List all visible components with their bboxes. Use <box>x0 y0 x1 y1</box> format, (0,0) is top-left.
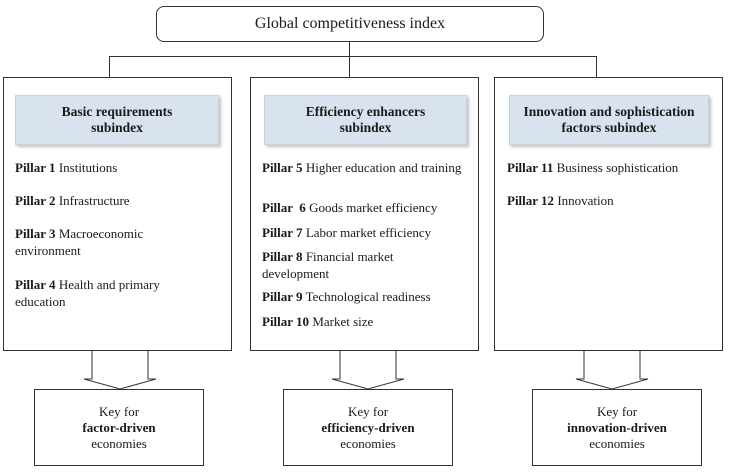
subindex-title-line2: factors subindex <box>561 120 657 135</box>
connector-col1 <box>109 56 110 78</box>
key-label: Key for <box>347 403 389 419</box>
subindex-title-line1: Basic requirements <box>61 104 173 119</box>
arrow-down-icon <box>575 351 649 390</box>
pillar-item: Pillar 8 Financial market development <box>262 249 394 281</box>
pillar-item: Pillar 3 Macroeconomic environment <box>15 226 144 258</box>
key-label: Key for <box>596 403 638 419</box>
key-economies-label: economies <box>91 435 147 451</box>
connector-col2 <box>349 56 350 78</box>
connector-horizontal <box>109 56 597 57</box>
pillar-item: Pillar 9 Technological readiness <box>262 289 431 304</box>
key-box-factor-driven: Key for factor-driven economies <box>34 389 204 466</box>
subindex-innovation: Innovation and sophistication factors su… <box>509 95 709 145</box>
key-box-efficiency-driven: Key for efficiency-driven economies <box>283 389 453 466</box>
pillar-item: Pillar 2 Infrastructure <box>15 193 130 208</box>
connector-col3 <box>596 56 597 78</box>
subindex-basic-requirements: Basic requirements subindex <box>15 95 219 145</box>
key-economies-label: economies <box>589 435 645 451</box>
subindex-title-line1: Efficiency enhancers <box>305 104 426 119</box>
connector-root-down <box>349 42 350 56</box>
arrow-down-icon <box>331 351 405 390</box>
key-economies-label: economies <box>340 435 396 451</box>
root-title: Global competitiveness index <box>254 15 446 32</box>
key-economy-type: efficiency-driven <box>321 419 415 435</box>
subindex-title-line2: subindex <box>91 120 143 135</box>
subindex-title-line2: subindex <box>339 120 392 135</box>
key-economy-type: innovation-driven <box>567 419 667 435</box>
pillar-item: Pillar 10 Market size <box>262 314 374 329</box>
root-node: Global competitiveness index <box>156 6 544 42</box>
pillar-item: Pillar 5 Higher education and training <box>262 160 462 175</box>
pillar-item: Pillar 6 Goods market efficiency <box>262 200 438 215</box>
pillar-item: Pillar 11 Business sophistication <box>507 160 679 175</box>
key-label: Key for <box>98 403 140 419</box>
pillar-item: Pillar 7 Labor market efficiency <box>262 225 432 240</box>
subindex-title-line1: Innovation and sophistication <box>523 104 695 119</box>
key-economy-type: factor-driven <box>82 419 156 435</box>
subindex-efficiency-enhancers: Efficiency enhancers subindex <box>264 95 467 145</box>
pillar-item: Pillar 4 Health and primary education <box>15 277 160 309</box>
pillar-item: Pillar 12 Innovation <box>507 193 614 208</box>
pillar-item: Pillar 1 Institutions <box>15 160 118 175</box>
key-box-innovation-driven: Key for innovation-driven economies <box>532 389 702 466</box>
arrow-down-icon <box>83 351 157 390</box>
